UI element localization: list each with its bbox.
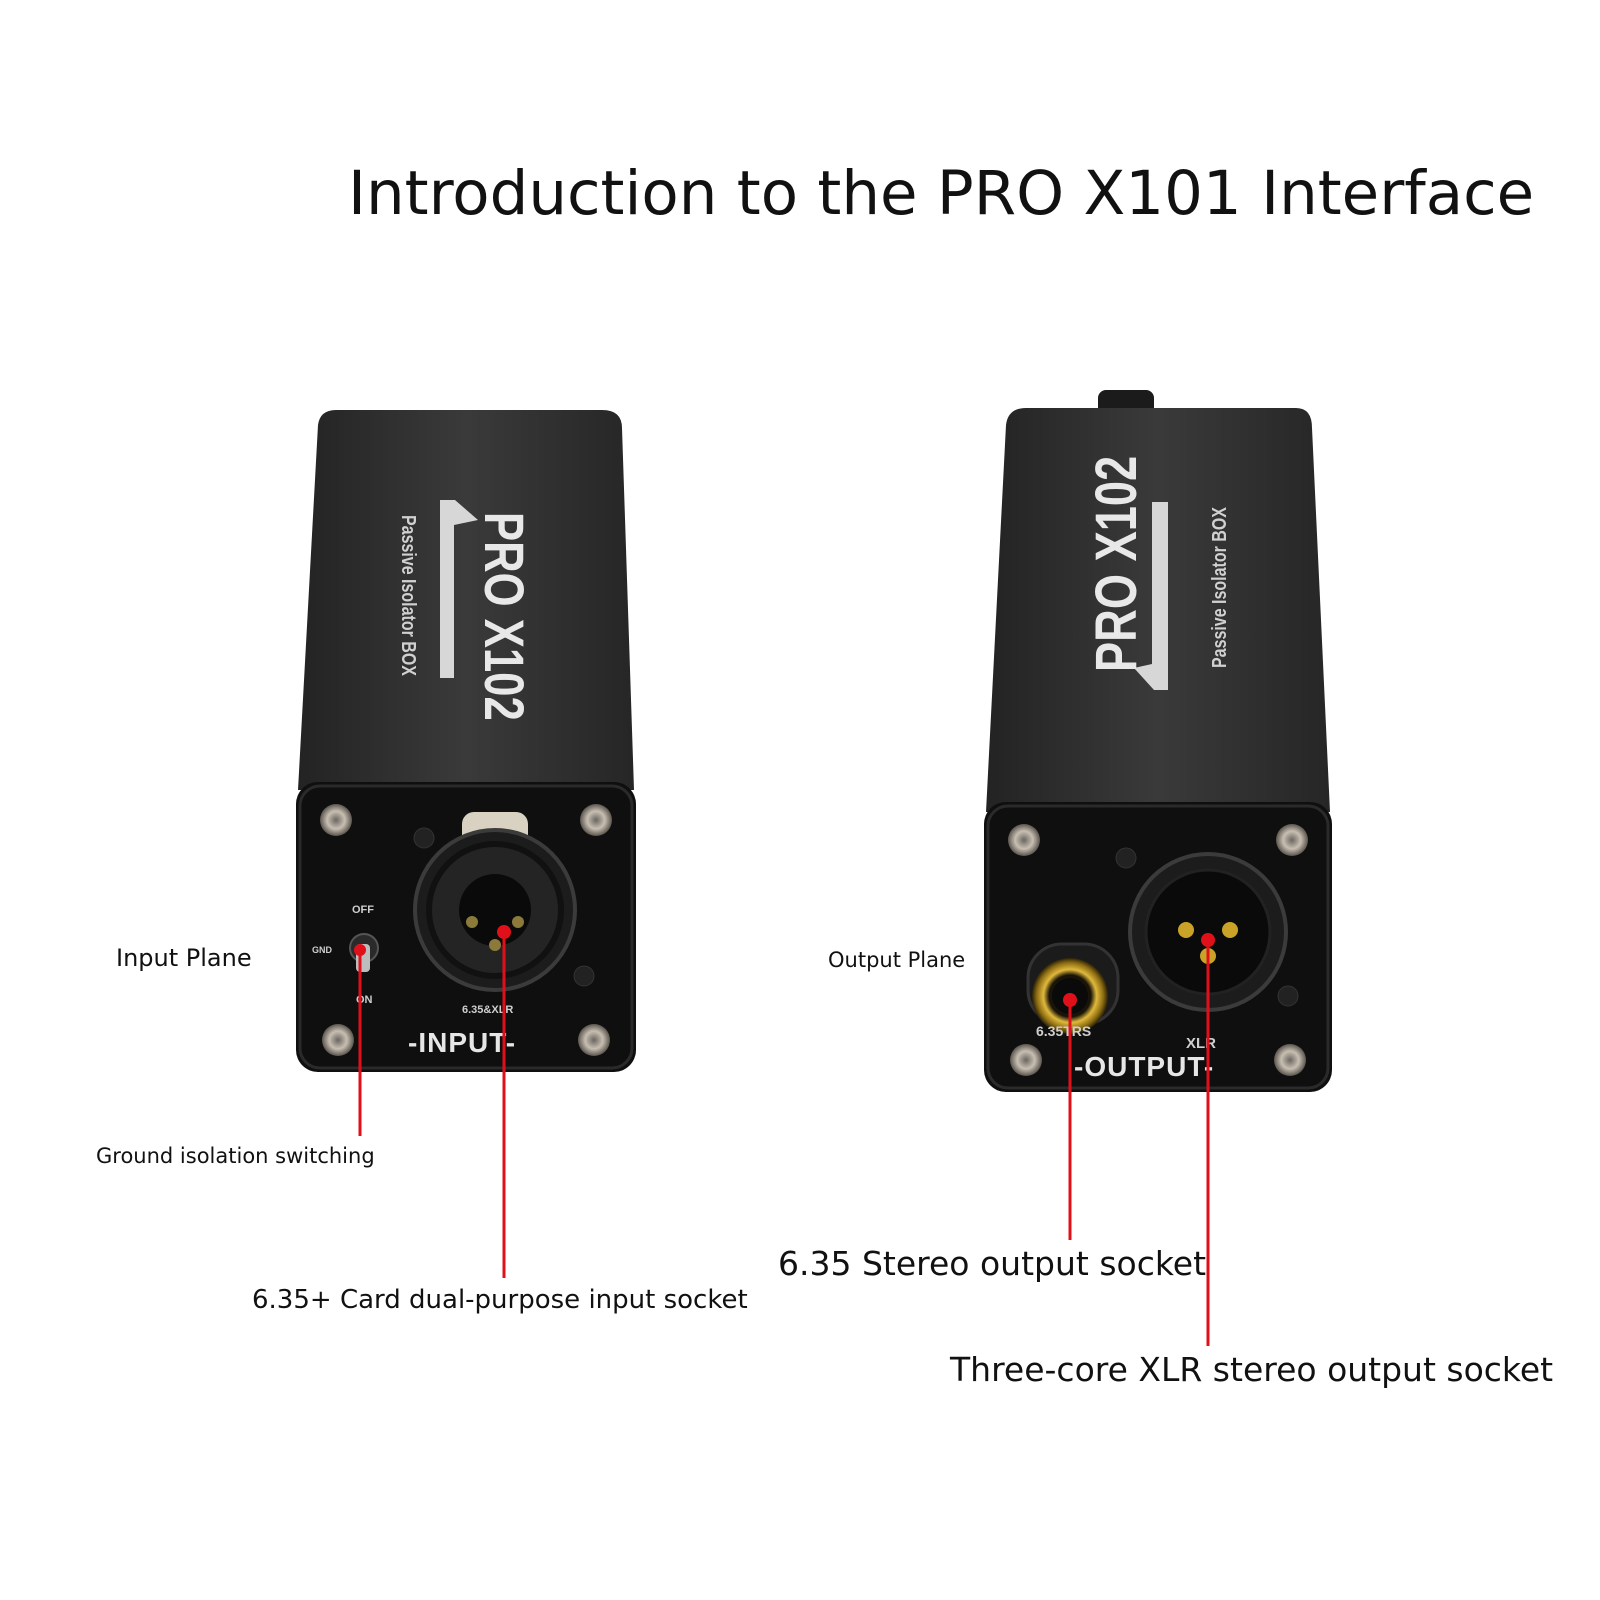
stereo-output-socket[interactable] xyxy=(1026,942,1120,1034)
screw-icon xyxy=(580,804,612,836)
screw-icon xyxy=(1274,1044,1306,1076)
switch-gnd-label: GND xyxy=(312,945,333,955)
output-device-subtitle: Passive Isolator BOX xyxy=(1208,507,1230,668)
input-panel-label: -INPUT- xyxy=(408,1027,516,1058)
xlr-label: XLR xyxy=(1186,1035,1216,1052)
output-device-stripe xyxy=(1134,502,1168,690)
screw-icon xyxy=(320,804,352,836)
input-device: PRO X102 Passive Isolator BOX OFF GND xyxy=(296,410,636,1072)
input-device-body xyxy=(298,410,634,790)
input-device-stripe xyxy=(440,500,478,678)
pointer-lines xyxy=(354,925,1215,1346)
screw-icon xyxy=(1276,824,1308,856)
ground-switch-caption: Ground isolation switching xyxy=(96,1144,375,1168)
output-device: PRO X102 Passive Isolator BOX 6.35TRS XL… xyxy=(984,390,1332,1092)
input-device-model: PRO X102 xyxy=(473,512,535,721)
stereo-socket-caption: 6.35 Stereo output socket xyxy=(778,1244,1207,1283)
input-socket-caption: 6.35+ Card dual-purpose input socket xyxy=(252,1285,748,1315)
input-device-subtitle: Passive Isolator BOX xyxy=(398,515,420,676)
xlr-output-socket[interactable] xyxy=(1128,852,1288,1012)
jack-label: 6.35TRS xyxy=(1036,1023,1091,1039)
xlr-socket-caption: Three-core XLR stereo output socket xyxy=(950,1350,1554,1389)
input-plane-label: Input Plane xyxy=(116,944,252,972)
switch-on-label: ON xyxy=(356,994,373,1006)
screw-icon xyxy=(1010,1044,1042,1076)
output-device-model: PRO X102 xyxy=(1085,456,1150,672)
combo-input-socket[interactable] xyxy=(413,812,577,992)
output-plane-label: Output Plane xyxy=(828,948,966,972)
input-connector-label: 6.35&XLR xyxy=(462,1004,513,1016)
output-panel-label: -OUTPUT- xyxy=(1074,1051,1214,1082)
screw-icon xyxy=(322,1024,354,1056)
page-title: Introduction to the PRO X101 Interface xyxy=(348,158,1535,229)
switch-off-label: OFF xyxy=(352,904,374,916)
screw-icon xyxy=(578,1024,610,1056)
screw-icon xyxy=(1008,824,1040,856)
